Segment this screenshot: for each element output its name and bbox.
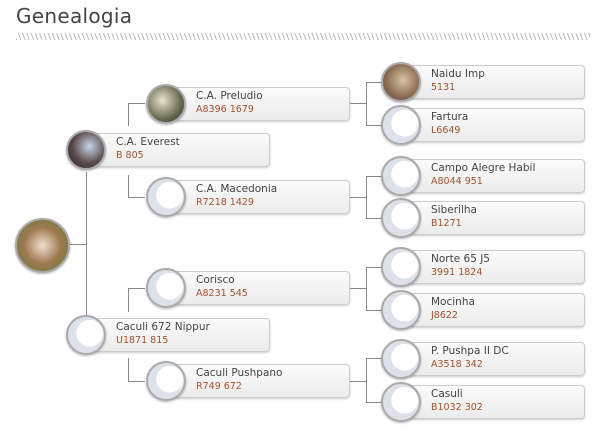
animal-name: Casuli — [431, 388, 463, 400]
connector — [128, 103, 145, 104]
animal-placeholder-avatar — [381, 198, 421, 238]
animal-name: Fartura — [431, 111, 469, 123]
connector — [366, 358, 367, 402]
animal-code: U1871 815 — [116, 335, 169, 346]
connector — [128, 103, 129, 126]
connector — [350, 288, 366, 289]
animal-name: C.A. Macedonia — [196, 183, 278, 195]
animal-avatar — [146, 84, 186, 124]
animal-avatar — [381, 62, 421, 102]
page-title: Genealogia — [16, 4, 133, 28]
connector — [366, 218, 382, 219]
connector — [128, 288, 129, 312]
pedigree-node[interactable]: P. Pushpa II DC A3518 342 — [401, 342, 585, 376]
animal-name: Naidu Imp — [431, 68, 485, 80]
animal-code: A8396 1679 — [196, 104, 254, 115]
connector — [366, 176, 382, 177]
animal-name: Siberilha — [431, 204, 477, 216]
animal-code: R7218 1429 — [196, 197, 254, 208]
title-divider — [16, 33, 590, 40]
animal-code: L6649 — [431, 125, 461, 136]
animal-code: B 805 — [116, 150, 144, 161]
animal-name: Corisco — [196, 274, 235, 286]
pedigree-node-sire[interactable]: C.A. Everest B 805 — [86, 133, 270, 167]
animal-name: P. Pushpa II DC — [431, 345, 509, 357]
connector — [128, 381, 145, 382]
pedigree-node[interactable]: Naidu Imp 5131 — [401, 65, 585, 99]
animal-code: A8044 951 — [431, 176, 483, 187]
connector — [350, 103, 366, 104]
animal-placeholder-avatar — [381, 290, 421, 330]
connector — [366, 310, 382, 311]
root-animal-avatar[interactable] — [15, 218, 70, 273]
connector — [350, 197, 366, 198]
connector — [366, 358, 382, 359]
connector — [366, 82, 382, 83]
animal-placeholder-avatar — [381, 247, 421, 287]
connector — [68, 244, 86, 245]
connector — [366, 82, 367, 125]
connector — [366, 267, 382, 268]
connector — [128, 197, 145, 198]
animal-placeholder-avatar — [381, 382, 421, 422]
connector — [350, 381, 366, 382]
animal-code: 5131 — [431, 82, 456, 93]
animal-name: Norte 65 J5 — [431, 253, 490, 265]
connector — [366, 402, 382, 403]
animal-name: Campo Alegre Habil — [431, 162, 536, 174]
connector — [366, 176, 367, 218]
animal-name: C.A. Preludio — [196, 90, 263, 102]
animal-placeholder-avatar — [66, 315, 106, 355]
animal-code: 3991 1824 — [431, 267, 483, 278]
animal-name: Caculi Pushpano — [196, 367, 283, 379]
animal-name: Caculi 672 Nippur — [116, 321, 210, 333]
animal-placeholder-avatar — [146, 268, 186, 308]
animal-placeholder-avatar — [146, 177, 186, 217]
connector — [86, 172, 87, 316]
animal-avatar — [66, 130, 106, 170]
animal-code: A3518 342 — [431, 359, 483, 370]
animal-placeholder-avatar — [381, 339, 421, 379]
animal-placeholder-avatar — [146, 361, 186, 401]
animal-code: A8231 545 — [196, 288, 248, 299]
connector — [366, 125, 382, 126]
animal-code: J8622 — [431, 310, 458, 321]
animal-name: Mocinha — [431, 296, 475, 308]
animal-code: R749 672 — [196, 381, 242, 392]
animal-placeholder-avatar — [381, 105, 421, 145]
animal-code: B1271 — [431, 218, 462, 229]
connector — [128, 358, 129, 381]
animal-placeholder-avatar — [381, 156, 421, 196]
connector — [128, 175, 129, 197]
animal-code: B1032 302 — [431, 402, 483, 413]
pedigree-node[interactable]: Norte 65 J5 3991 1824 — [401, 250, 585, 284]
animal-name: C.A. Everest — [116, 136, 180, 148]
connector — [128, 288, 145, 289]
connector — [366, 267, 367, 310]
